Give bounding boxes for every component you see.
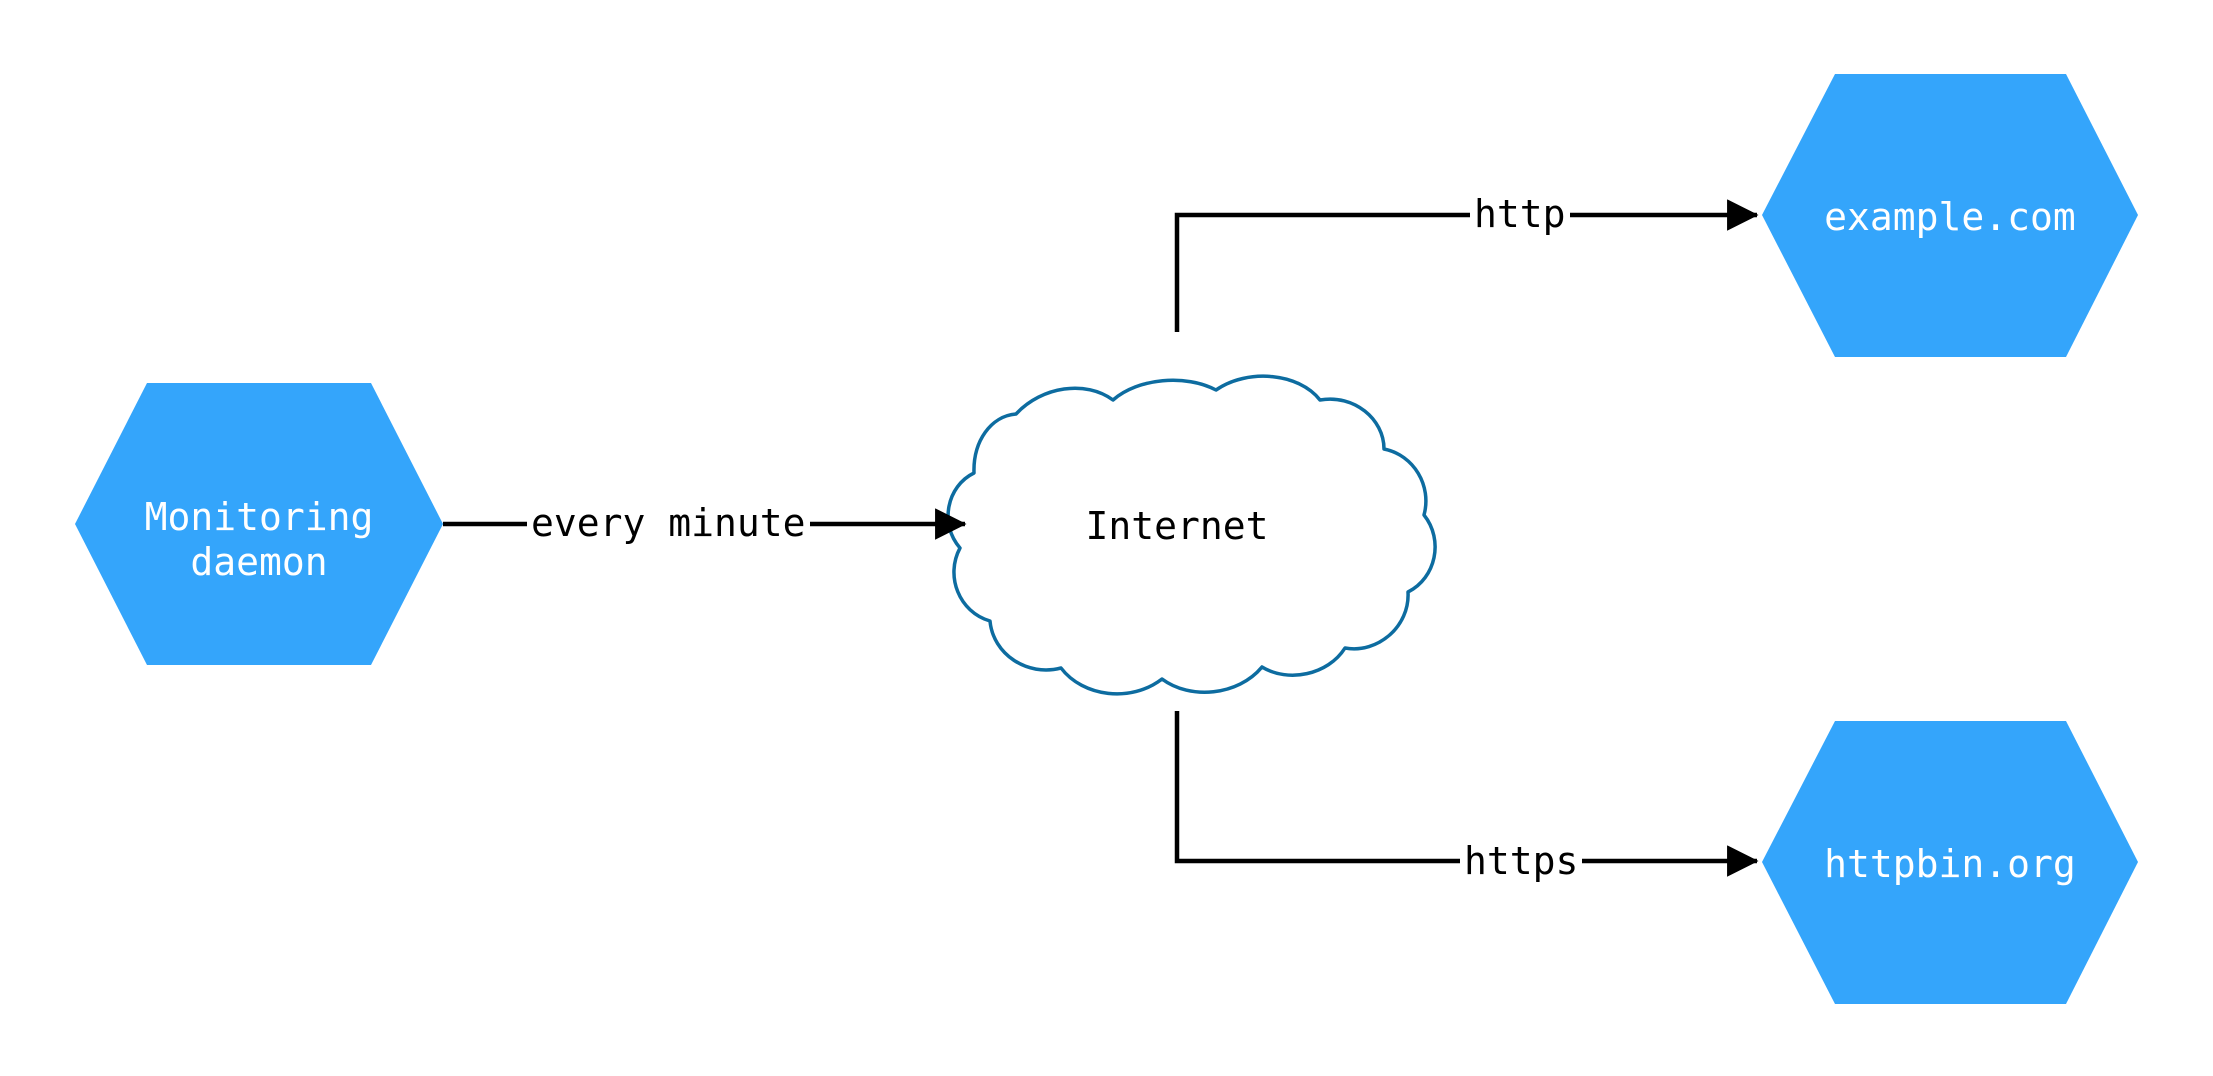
edge-label-http: http xyxy=(1470,195,1570,233)
edge-label-https: https xyxy=(1460,839,1583,883)
node-shape-httpbin-org[interactable] xyxy=(1762,721,2138,1004)
edge-line-internet-to-example xyxy=(1174,199,1759,332)
edge-label-every-minute-text: every minute xyxy=(531,501,806,545)
node-shape-example-com[interactable] xyxy=(1762,74,2138,357)
edge-label-https-text: https xyxy=(1464,839,1579,883)
node-shape-monitoring-daemon[interactable] xyxy=(75,383,443,665)
edge-label-every-minute: every minute xyxy=(527,504,810,542)
edge-label-http-text: http xyxy=(1474,192,1566,236)
node-shape-internet[interactable] xyxy=(946,374,1437,696)
